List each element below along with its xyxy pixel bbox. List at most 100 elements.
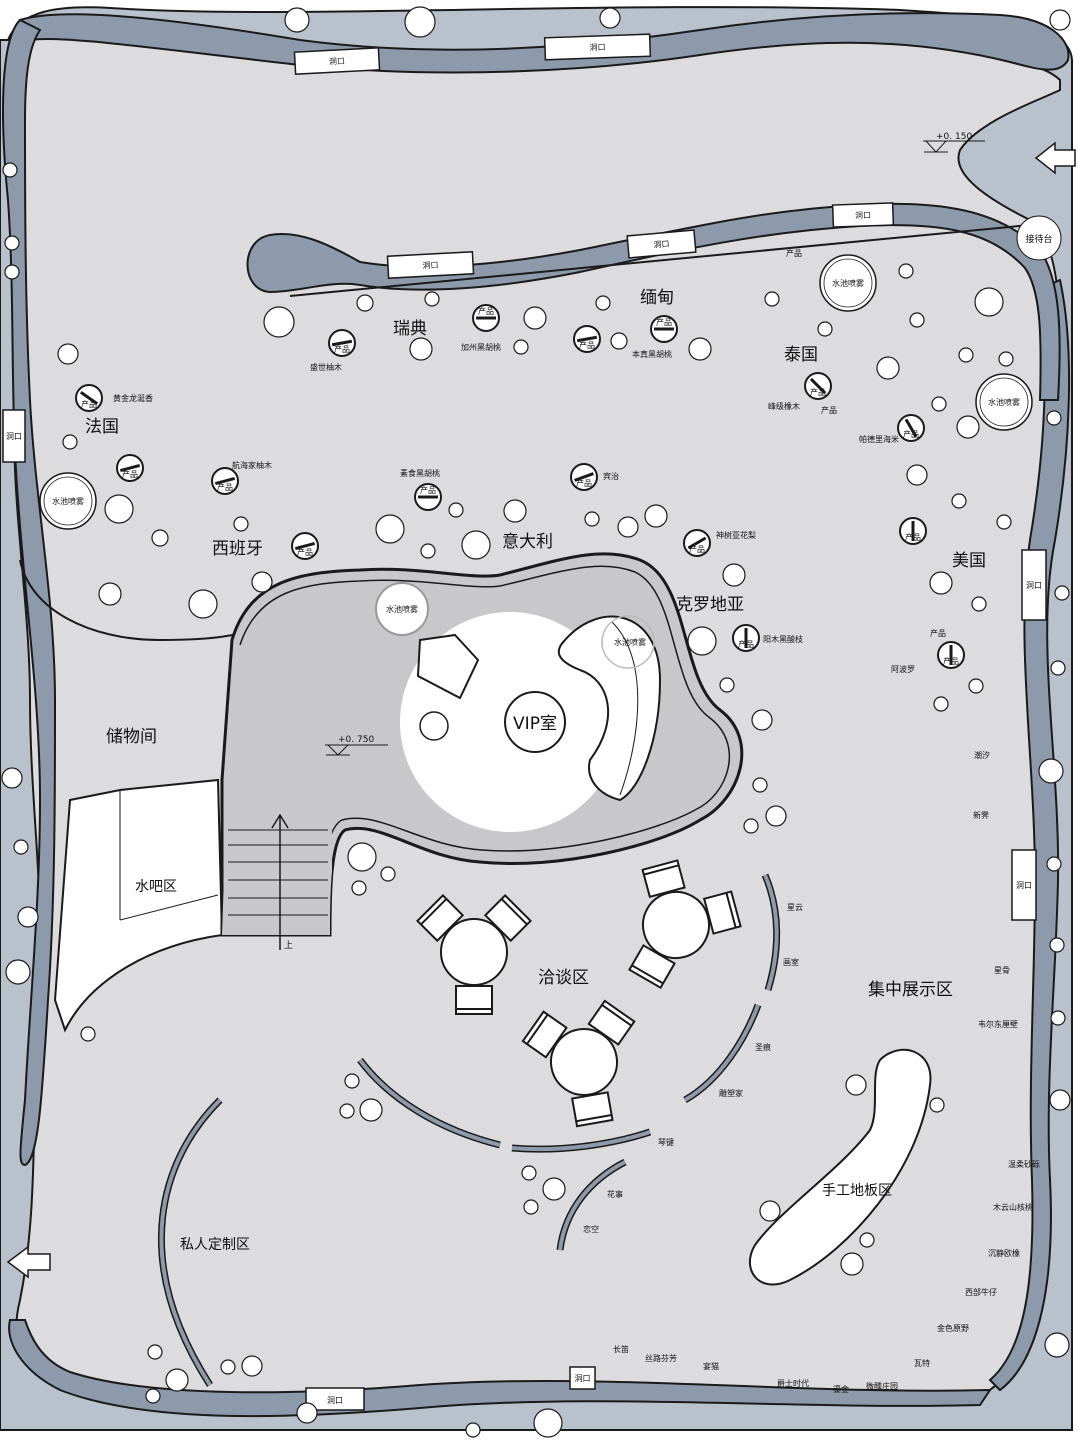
tree-circle [951, 493, 967, 509]
svg-text:+0. 750: +0. 750 [338, 735, 374, 745]
product-tag: 产品 [821, 405, 837, 415]
label-croatia: 克罗地亚 [676, 595, 744, 615]
chair [571, 1091, 614, 1128]
product-marker: 产品 [573, 325, 601, 353]
product-name: 宾治 [603, 471, 619, 481]
svg-text:洞口: 洞口 [855, 210, 871, 221]
item-label: 丝路芬芳 [645, 1353, 677, 1363]
tree-circle [409, 337, 433, 361]
tree-circle [743, 818, 759, 834]
tree-circle [610, 332, 628, 350]
tree-circle [424, 291, 440, 307]
tree-circles [1, 6, 1071, 1438]
svg-text:洞口: 洞口 [589, 42, 605, 53]
tree-circle [104, 494, 134, 524]
svg-text:水池喷雾: 水池喷雾 [52, 496, 84, 506]
svg-text:水池喷雾: 水池喷雾 [614, 637, 646, 647]
tree-circle [98, 582, 122, 606]
left-wall [2, 18, 57, 1167]
tree-circle [759, 1200, 781, 1222]
tree-circle [503, 499, 527, 523]
vip-round-object [419, 711, 449, 741]
reception-desk: 接待台 [1016, 215, 1062, 261]
product-name: 航海家柚木 [232, 460, 272, 470]
svg-text:产品: 产品 [81, 399, 97, 409]
product-name: 素食黑胡桃 [400, 468, 440, 478]
svg-text:洞口: 洞口 [327, 1395, 343, 1405]
tree-circle [688, 337, 712, 361]
tree-circle [57, 343, 79, 365]
right-wall [988, 278, 1071, 1392]
label-custom: 私人定制区 [180, 1237, 250, 1253]
product-marker: 产品 [116, 454, 144, 482]
svg-text:洞口: 洞口 [653, 238, 670, 249]
svg-text:洞口: 洞口 [575, 1373, 591, 1383]
tree-circle [375, 514, 405, 544]
tree-circle [906, 464, 928, 486]
tree-circle [751, 709, 773, 731]
fountain: 水池喷雾 [819, 254, 877, 312]
product-name: 峰级橡木 [768, 401, 800, 411]
tree-circle [220, 1359, 236, 1375]
tree-circle [1046, 856, 1062, 872]
svg-text:接待台: 接待台 [1025, 233, 1052, 245]
tree-circle [284, 7, 310, 33]
product-marker: 产品 [472, 304, 500, 332]
tree-circle [80, 1026, 96, 1042]
label-france: 法国 [85, 417, 119, 437]
item-label: 星骨 [994, 966, 1010, 975]
item-label: 木云山核桃 [993, 1202, 1033, 1212]
label-storage: 储物间 [106, 727, 157, 747]
label-exhibition: 集中展示区 [868, 980, 953, 1000]
svg-text:产品: 产品 [334, 344, 350, 354]
tree-circle [523, 1199, 539, 1215]
tree-circle [929, 1097, 945, 1113]
label-water-bar: 水吧区 [135, 879, 177, 895]
item-label: 雕塑家 [719, 1088, 743, 1098]
wall-opening: 洞口 [543, 33, 652, 61]
tree-circle [722, 563, 746, 587]
vip-fountain-2: 水池喷雾 [601, 615, 655, 669]
tree-circle [380, 866, 396, 882]
svg-text:产品: 产品 [478, 306, 494, 316]
product-marker: 产品 [570, 463, 598, 491]
tree-circle [876, 356, 900, 380]
tree-circle [339, 1103, 355, 1119]
wall-opening: 洞口 [386, 251, 475, 279]
item-label: 琴键 [658, 1137, 674, 1147]
tree-circle [344, 1073, 360, 1089]
svg-text:洞口: 洞口 [1026, 580, 1042, 590]
wall-opening: 洞口 [1011, 849, 1037, 921]
tree-circle [644, 504, 668, 528]
product-marker: 产品 [804, 372, 832, 400]
product-name: 阿波罗 [891, 664, 915, 674]
tree-circle [263, 306, 295, 338]
label-handcraft: 手工地板区 [822, 1183, 892, 1199]
tree-circle [1, 767, 23, 789]
svg-text:水池喷雾: 水池喷雾 [832, 278, 864, 288]
svg-text:产品: 产品 [297, 547, 313, 557]
item-label: 圣痕 [755, 1042, 771, 1052]
item-label: 星云 [787, 903, 803, 912]
wall-opening: 洞口 [305, 1387, 365, 1411]
table-set [521, 999, 636, 1128]
tree-circle [617, 516, 639, 538]
tree-circle [998, 351, 1014, 367]
tree-circle [2, 162, 18, 178]
label-spain: 西班牙 [212, 539, 263, 559]
item-label: 爵士时代 [777, 1378, 809, 1388]
wall-opening: 洞口 [831, 202, 895, 228]
product-name: 本真黑胡桃 [632, 349, 672, 359]
wall-opening: 洞口 [569, 1366, 596, 1390]
svg-text:产品: 产品 [905, 532, 921, 542]
tree-circle [1038, 758, 1064, 784]
tree-circle [996, 514, 1012, 530]
tree-circle [1050, 1010, 1066, 1026]
svg-text:产品: 产品 [943, 656, 959, 666]
tree-circle [719, 677, 735, 693]
product-marker: 产品 [937, 641, 965, 669]
water-bar-counter [119, 894, 219, 921]
tree-circle [542, 1177, 566, 1201]
tree-circle [145, 1388, 161, 1404]
